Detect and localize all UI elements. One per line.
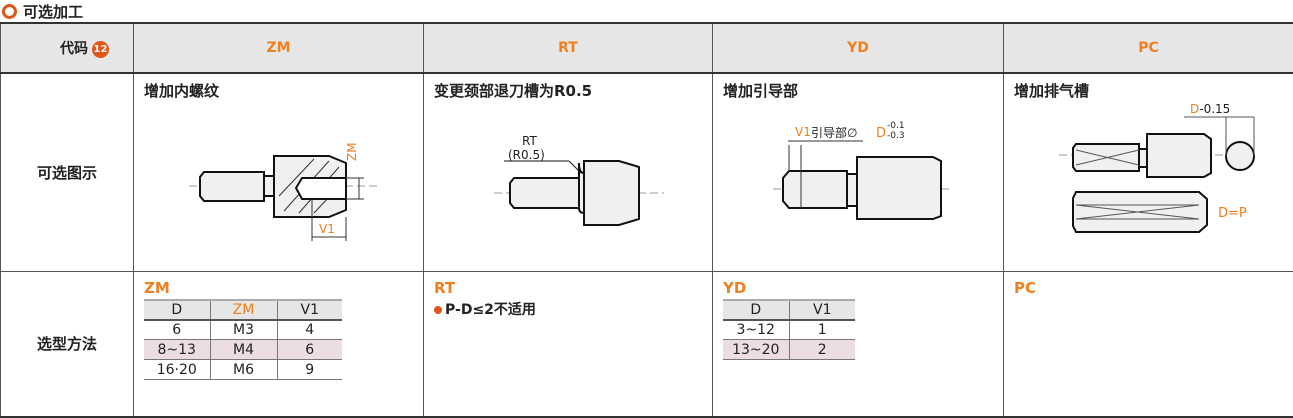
cell: 6 [277,339,342,360]
svg-text:D-0.15: D-0.15 [1190,102,1230,116]
yd-tol-lower: -0.3 [887,131,905,141]
rt-method-title: RT [434,278,456,297]
zm-method-title: ZM [144,278,170,297]
diagram-row: 可选图示 增加内螺纹 ZM V1 变更颈部退刀槽为R0.5 RT (R0.5) … [0,72,1293,272]
cell: 6 [144,319,211,340]
rt-label: RT [522,134,537,148]
cell: 3~12 [723,319,790,340]
cell: 16·20 [144,359,211,380]
pc-dp-label: D=P [1218,206,1247,221]
cell: 1 [789,319,855,340]
col-zm: ZM [133,22,424,74]
yd-v1-label: V1 [795,125,811,139]
ring-icon [2,3,17,19]
zm-dim-label: ZM [345,142,359,161]
section-title-text: 可选加工 [23,2,84,21]
bullet-icon [434,305,442,314]
zm-drawing: ZM V1 [189,142,379,241]
zm-diagram-cell: 增加内螺纹 ZM V1 [133,72,424,272]
yd-description: 增加引导部 [723,82,799,100]
cell: 2 [789,339,855,360]
zm-th-d: D [144,298,211,321]
col-rt: RT [423,22,713,74]
yd-drawing: V1 引导部∅ D -0.1 -0.3 [773,121,953,220]
pc-method-title: PC [1014,278,1037,297]
pc-description: 增加排气槽 [1014,82,1090,100]
cell: 9 [277,359,342,380]
code-label: 代码 [60,41,88,57]
zm-description: 增加内螺纹 [144,82,220,100]
zm-th-v1: V1 [277,298,342,321]
r05-label: (R0.5) [508,148,545,162]
yd-method-title: YD [723,278,747,297]
rt-description: 变更颈部退刀槽为R0.5 [434,82,593,100]
yd-d-label: D [876,126,886,141]
rt-method-cell: RT P-D≤2不适用 [423,270,713,418]
cell: M4 [210,339,278,360]
pc-diagram-cell: 增加排气槽 D-0.15 D=P [1003,72,1293,272]
yd-diagram-cell: 增加引导部 V1 引导部∅ D -0.1 -0.3 [712,72,1004,272]
rt-drawing: RT (R0.5) [494,134,664,226]
cell: M6 [210,359,278,380]
pc-method-cell: PC [1003,270,1293,418]
cell: M3 [210,319,278,340]
rt-diagram-cell: 变更颈部退刀槽为R0.5 RT (R0.5) [423,72,713,272]
yd-th-d: D [723,298,790,321]
pc-d-label: D [1190,102,1199,116]
pc-drawing: D-0.15 D=P [1059,102,1255,233]
pc-tol-label: -0.15 [1199,102,1230,116]
col-yd: YD [712,22,1004,74]
cell: 4 [277,319,342,340]
diagram-row-label: 可选图示 [0,72,134,272]
section-title: 可选加工 [2,1,83,21]
zm-th-zm: ZM [210,298,278,321]
method-row-label: 选型方法 [0,270,134,418]
col-pc: PC [1003,22,1293,74]
rt-note: P-D≤2不适用 [424,297,712,319]
guide-label: 引导部∅ [811,125,857,140]
yd-tol-upper: -0.1 [887,121,905,131]
cell: 8~13 [144,339,211,360]
cell: 13~20 [723,339,790,360]
v1-dim-label: V1 [319,222,335,236]
yd-th-v1: V1 [789,298,855,321]
code-badge: 12 [92,40,109,58]
rt-note-text: P-D≤2不适用 [445,301,536,318]
